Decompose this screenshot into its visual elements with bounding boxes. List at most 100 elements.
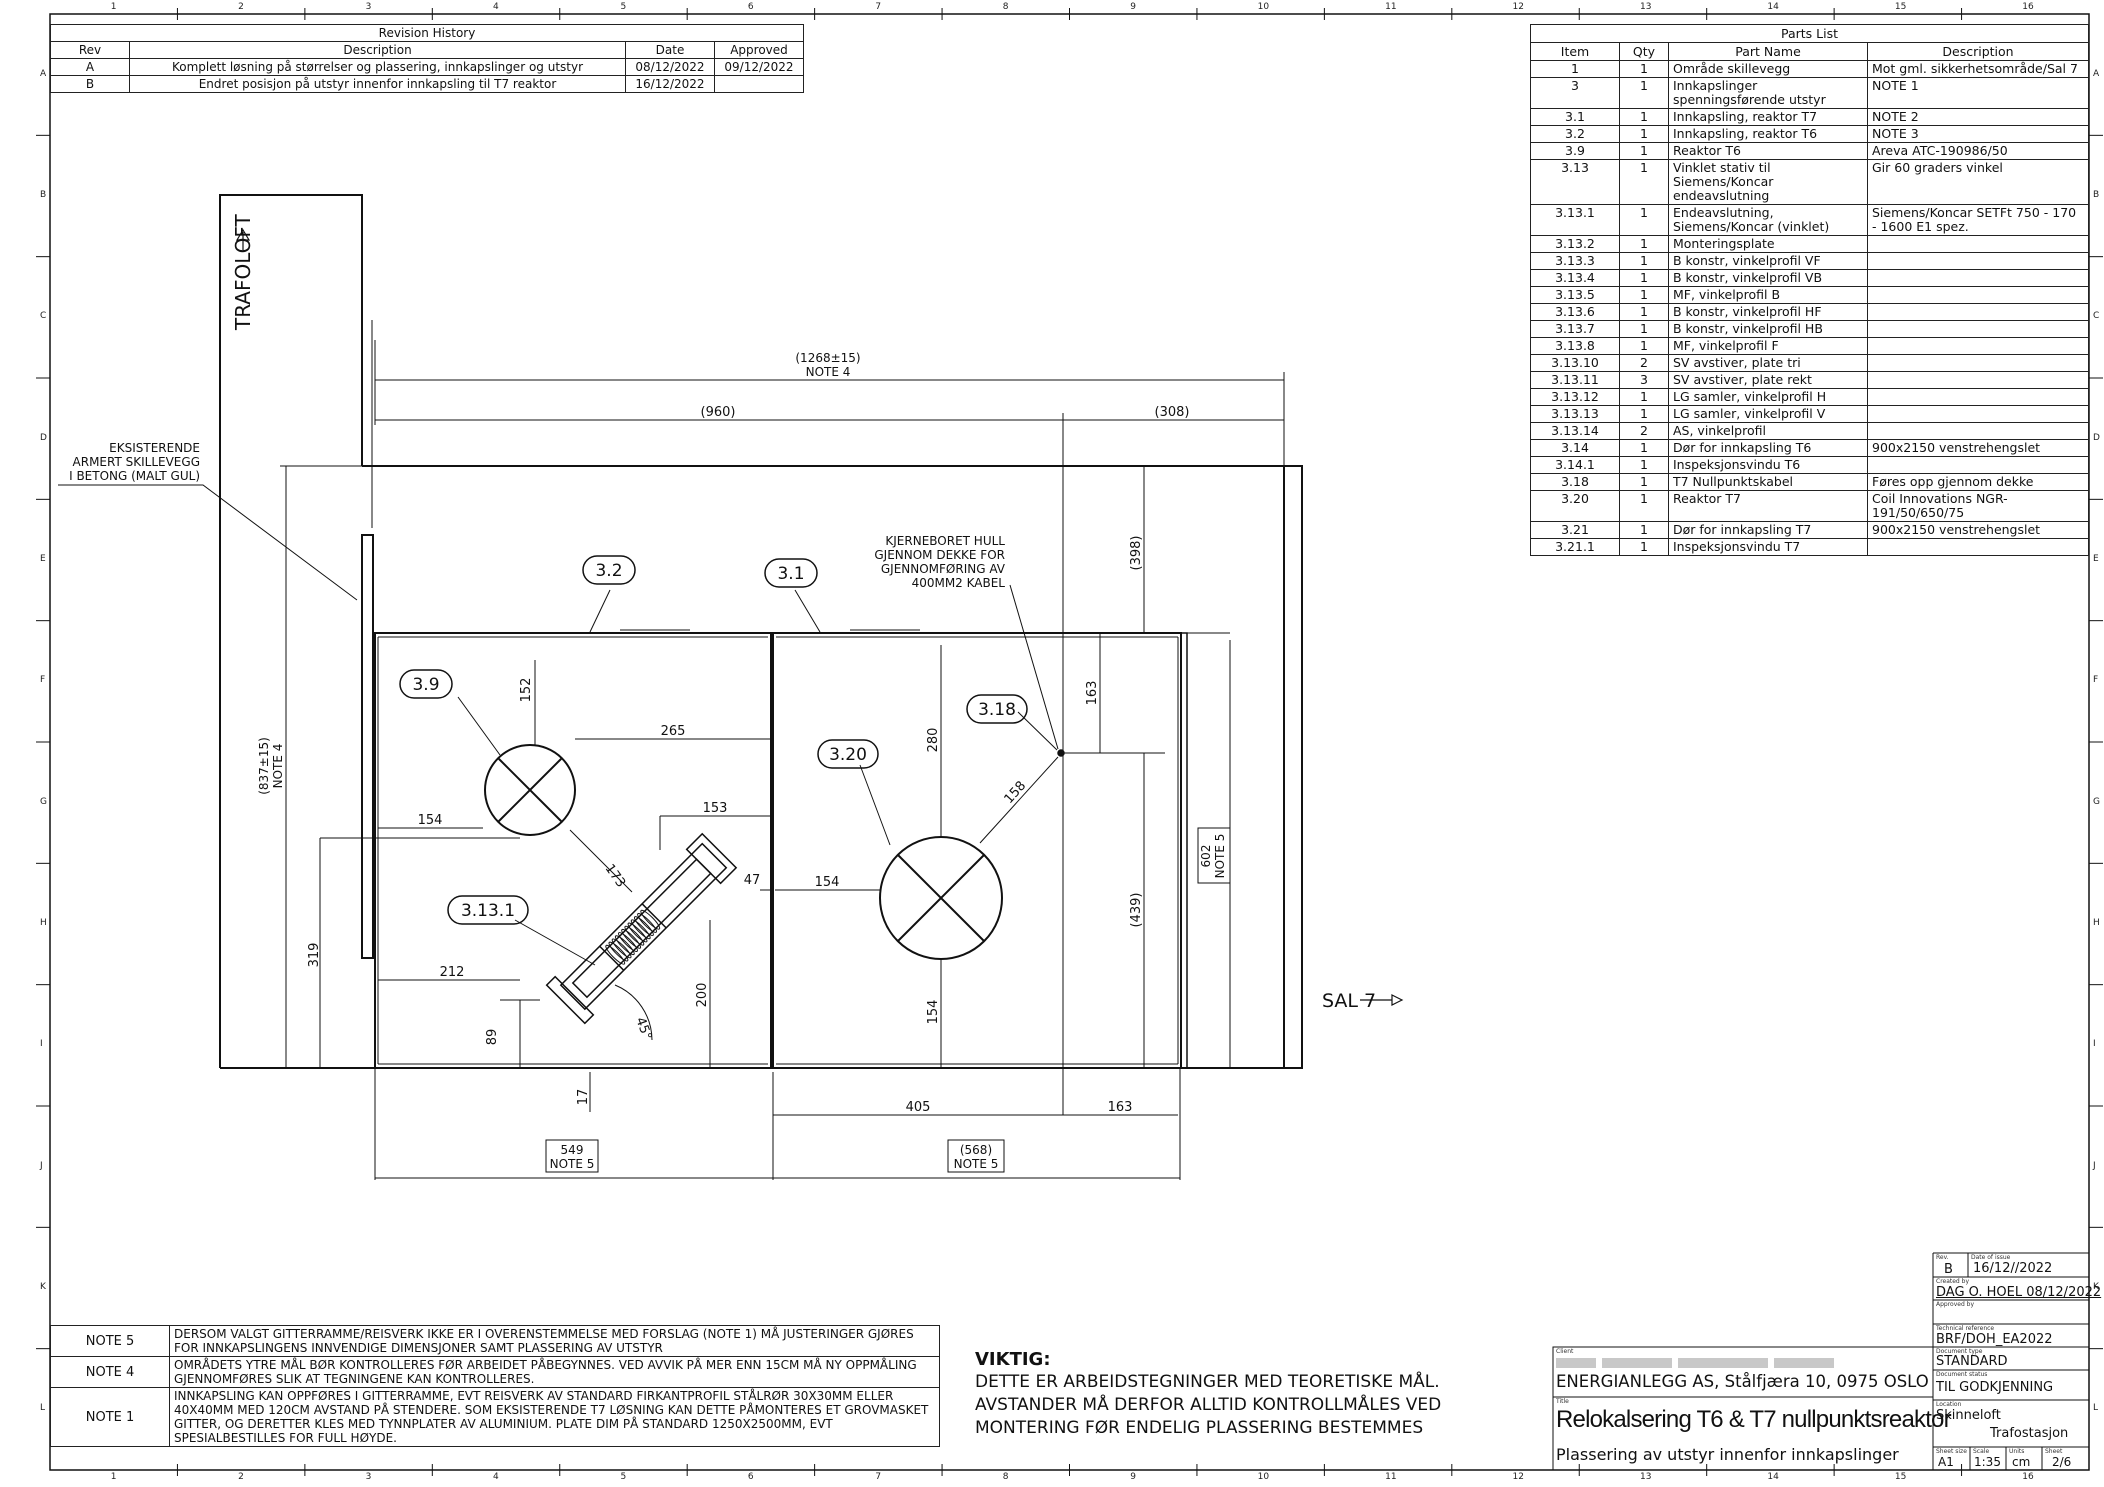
- part-qty-cell: 1: [1619, 286, 1669, 304]
- grid-col-label: 13: [1639, 2, 1652, 12]
- coil-loop: [637, 912, 658, 933]
- grid-col-label: 9: [1130, 1472, 1136, 1482]
- part-qty-cell: 1: [1619, 252, 1669, 270]
- grid-col-label: 11: [1385, 2, 1397, 12]
- reactor-t6: [484, 744, 576, 836]
- part-qty-cell: 1: [1619, 405, 1669, 423]
- balloon-3-1: 3.1: [777, 564, 804, 584]
- dim-89: 89: [485, 1029, 500, 1046]
- item-col-header: Item: [1530, 42, 1620, 61]
- dim-1268: (1268±15): [795, 351, 860, 365]
- dim-398: (398): [1129, 536, 1144, 571]
- part-qty-cell: 1: [1619, 538, 1669, 556]
- coil-loop: [621, 928, 642, 949]
- grid-row-label: B: [2093, 190, 2100, 200]
- scale-value: 1:35: [1974, 1455, 2001, 1469]
- revision-description-cell: Endret posisjon på utstyr innenfor innka…: [129, 75, 626, 93]
- grid-row-label: J: [2093, 1160, 2096, 1171]
- part-desc-cell: [1867, 405, 2089, 423]
- part-item-cell: 3.20: [1530, 490, 1620, 522]
- grid-col-label: 2: [238, 1472, 244, 1482]
- revision-rev-cell: B: [50, 75, 130, 93]
- trafoloft-label: TRAFOLOFT: [231, 213, 255, 331]
- note-text: INNKAPSLING KAN OPPFØRES I GITTERRAMME, …: [169, 1387, 940, 1447]
- sheet-size-label: Sheet size: [1936, 1448, 1967, 1455]
- part-item-cell: 3.13.10: [1530, 354, 1620, 372]
- balloons: [399, 555, 1028, 925]
- part-desc-cell: NOTE 3: [1867, 125, 2089, 143]
- part-item-cell: 3.13.4: [1530, 269, 1620, 287]
- dim-280: 280: [926, 728, 941, 753]
- docstatus-value: TIL GODKJENNING: [1936, 1380, 2054, 1395]
- wall-label-3: I BETONG (MALT GUL): [69, 469, 200, 483]
- hole-label-1: KJERNEBORET HULL: [885, 534, 1005, 548]
- dim-319: 319: [307, 943, 322, 968]
- location-value-2: Trafostasjon: [1990, 1426, 2069, 1441]
- parts-list-title: Parts List: [1530, 24, 2089, 43]
- coil-loop: [633, 916, 654, 937]
- part-item-cell: 3.13: [1530, 159, 1620, 205]
- part-qty-cell: 1: [1619, 159, 1669, 205]
- dim-47: 47: [744, 873, 761, 888]
- grid-col-label: 16: [2022, 1472, 2034, 1482]
- date-value: 16/12//2022: [1973, 1261, 2053, 1276]
- part-name-cell: Reaktor T7: [1668, 490, 1868, 522]
- part-item-cell: 3.13.3: [1530, 252, 1620, 270]
- grid-col-label: 3: [365, 2, 372, 12]
- revision-description-cell: Komplett løsning på størrelser og plasse…: [129, 58, 626, 76]
- grid-row-label: H: [2093, 918, 2100, 928]
- approved-col-header: Approved: [714, 41, 804, 59]
- coil-loop: [611, 938, 632, 959]
- part-desc-cell: [1867, 538, 2089, 556]
- grid-col-label: 4: [493, 2, 499, 12]
- part-qty-cell: 1: [1619, 108, 1669, 126]
- dimension-lines: [280, 340, 1285, 1180]
- part-desc-cell: NOTE 2: [1867, 108, 2089, 126]
- part-desc-cell: [1867, 252, 2089, 270]
- part-qty-cell: 2: [1619, 422, 1669, 440]
- part-name-cell: Inspeksjonsvindu T6: [1668, 456, 1868, 474]
- part-name-cell: MF, vinkelprofil F: [1668, 337, 1868, 355]
- part-qty-cell: 1: [1619, 142, 1669, 160]
- part-desc-cell: Coil Innovations NGR-191/50/650/75: [1867, 490, 2089, 522]
- grid-col-label: 15: [1894, 1472, 1907, 1482]
- grid-col-label: 7: [875, 2, 882, 12]
- part-name-cell: SV avstiver, plate rekt: [1668, 371, 1868, 389]
- balloon-3-2: 3.2: [595, 561, 622, 581]
- grid-col-label: 12: [1512, 2, 1524, 12]
- grid-row-label: E: [2093, 554, 2099, 564]
- grid-col-label: 15: [1894, 2, 1907, 12]
- part-item-cell: 3.13.13: [1530, 405, 1620, 423]
- part-item-cell: 3.9: [1530, 142, 1620, 160]
- grid-col-label: 10: [1257, 1472, 1270, 1482]
- dim-153: 153: [703, 801, 728, 816]
- part-name-cell: B konstr, vinkelprofil VB: [1668, 269, 1868, 287]
- part-name-cell: B konstr, vinkelprofil HB: [1668, 320, 1868, 338]
- note-label: NOTE 4: [50, 1356, 170, 1388]
- part-desc-cell: [1867, 371, 2089, 389]
- important-line-1: DETTE ER ARBEIDSTEGNINGER MED TEORETISKE…: [975, 1372, 1440, 1392]
- grid-col-label: 1: [110, 2, 117, 12]
- dim-158: 158: [1002, 778, 1030, 806]
- part-desc-cell: Areva ATC-190986/50: [1867, 142, 2089, 160]
- part-name-cell: AS, vinkelprofil: [1668, 422, 1868, 440]
- location-label: Location: [1936, 1401, 1962, 1408]
- part-name-cell: Monteringsplate: [1668, 235, 1868, 253]
- dim-308: (308): [1155, 405, 1190, 420]
- part-name-cell: LG samler, vinkelprofil H: [1668, 388, 1868, 406]
- dim-602: 602: [1199, 845, 1213, 868]
- termination-stand: [545, 832, 738, 1025]
- revision-approved-cell: 09/12/2022: [714, 58, 804, 76]
- part-item-cell: 3.14.1: [1530, 456, 1620, 474]
- grid-col-label: 10: [1257, 2, 1270, 12]
- grid-col-label: 8: [1002, 1472, 1009, 1482]
- part-qty-cell: 1: [1619, 320, 1669, 338]
- dim-163-vertical: 163: [1085, 681, 1100, 706]
